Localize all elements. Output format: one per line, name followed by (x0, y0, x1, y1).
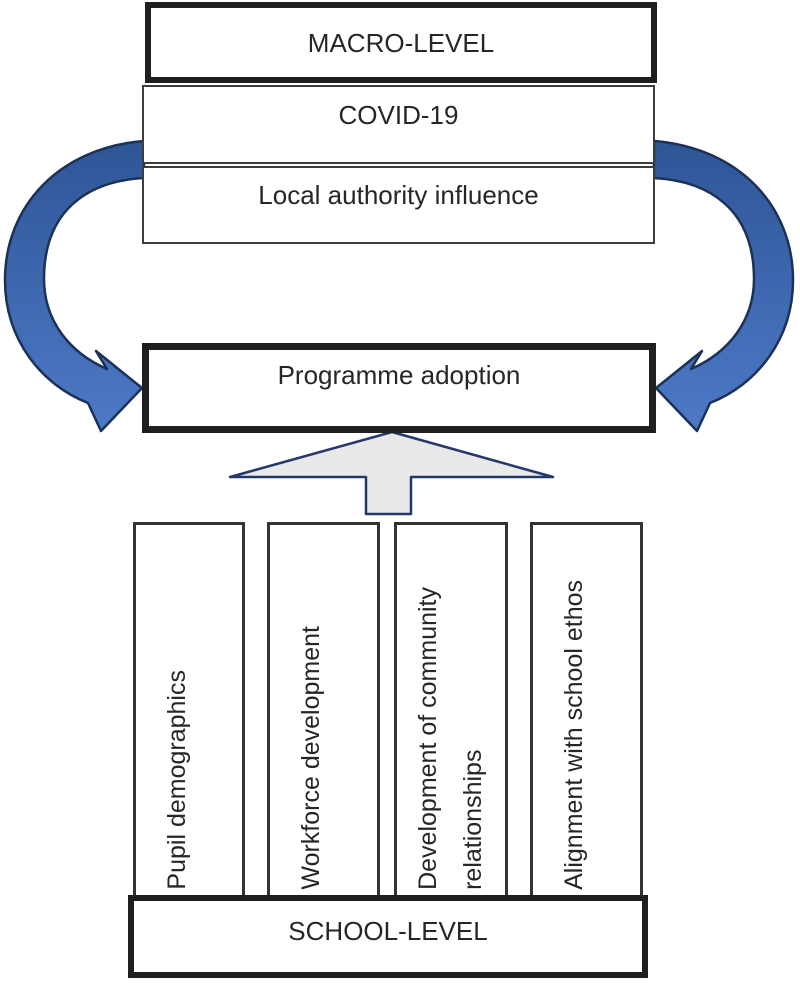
covid-box: COVID-19 (142, 85, 655, 164)
school-level-label: SCHOOL-LEVEL (288, 916, 488, 946)
factor-label-school-ethos: Alignment with school ethos (560, 580, 588, 890)
left-curved-arrow (3, 139, 146, 433)
programme-adoption-label: Programme adoption (277, 360, 521, 390)
right-curved-arrow (652, 139, 795, 433)
programme-adoption-box: Programme adoption (142, 343, 656, 433)
macro-level-label: MACRO-LEVEL (307, 28, 495, 58)
factor-label-workforce-development: Workforce development (297, 626, 325, 890)
factor-label-pupil-demographics: Pupil demographics (162, 670, 191, 890)
factor-box-pupil-demographics: Pupil demographics (133, 522, 245, 898)
school-level-box: SCHOOL-LEVEL (128, 895, 648, 978)
factor-label-community-relationships: Development of community relationships (414, 587, 487, 890)
macro-level-box: MACRO-LEVEL (145, 2, 657, 83)
factor-box-workforce-development: Workforce development (267, 522, 380, 898)
local-authority-box: Local authority influence (142, 166, 655, 244)
covid-label: COVID-19 (338, 100, 459, 130)
local-authority-label: Local authority influence (258, 180, 539, 210)
up-block-arrow (228, 430, 555, 516)
factor-box-school-ethos: Alignment with school ethos (530, 522, 643, 898)
factor-box-community-relationships: Development of community relationships (394, 522, 508, 898)
